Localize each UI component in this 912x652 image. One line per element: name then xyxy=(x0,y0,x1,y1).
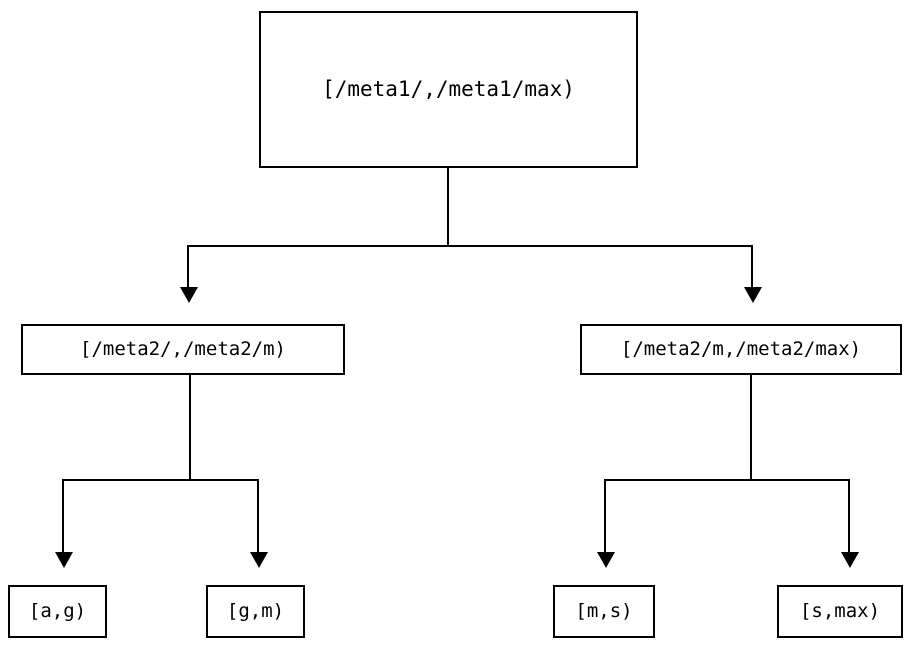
arrow-root-to-mid-left xyxy=(180,287,198,303)
tree-node-leaf-ag[interactable]: [a,g) xyxy=(8,585,107,638)
edge-mid-right-to-leaf-ms-drop xyxy=(604,479,606,554)
edge-root-crossbar xyxy=(187,245,753,247)
edge-root-stem xyxy=(447,168,449,247)
edge-mid-right-stem xyxy=(750,375,752,481)
tree-node-mid-right-label: [/meta2/m,/meta2/max) xyxy=(620,338,862,360)
edge-mid-right-crossbar xyxy=(604,479,850,481)
edge-mid-left-stem xyxy=(189,375,191,481)
tree-node-leaf-smax-label: [s,max) xyxy=(799,600,881,622)
edge-mid-left-to-leaf-gm-drop xyxy=(257,479,259,554)
tree-node-leaf-gm[interactable]: [g,m) xyxy=(206,585,305,638)
arrow-mid-right-to-leaf-ms xyxy=(597,552,615,568)
tree-node-leaf-ag-label: [a,g) xyxy=(28,600,87,622)
tree-node-leaf-smax[interactable]: [s,max) xyxy=(777,585,903,638)
tree-node-mid-left-label: [/meta2/,/meta2/m) xyxy=(80,338,286,360)
edge-root-to-mid-right-drop xyxy=(751,245,753,289)
tree-node-leaf-gm-label: [g,m) xyxy=(226,600,285,622)
tree-node-leaf-ms-label: [m,s) xyxy=(575,600,633,622)
arrow-mid-right-to-leaf-smax xyxy=(841,552,859,568)
edge-root-to-mid-left-drop xyxy=(187,245,189,289)
tree-node-leaf-ms[interactable]: [m,s) xyxy=(553,585,655,638)
tree-node-root-label: [/meta1/,/meta1/max) xyxy=(322,77,575,101)
tree-node-root[interactable]: [/meta1/,/meta1/max) xyxy=(259,11,638,168)
arrow-mid-left-to-leaf-ag xyxy=(55,552,73,568)
arrow-root-to-mid-right xyxy=(744,287,762,303)
edge-mid-left-crossbar xyxy=(62,479,259,481)
tree-node-mid-right[interactable]: [/meta2/m,/meta2/max) xyxy=(580,324,902,375)
edge-mid-left-to-leaf-ag-drop xyxy=(62,479,64,554)
tree-node-mid-left[interactable]: [/meta2/,/meta2/m) xyxy=(21,324,345,375)
edge-mid-right-to-leaf-smax-drop xyxy=(848,479,850,554)
arrow-mid-left-to-leaf-gm xyxy=(250,552,268,568)
